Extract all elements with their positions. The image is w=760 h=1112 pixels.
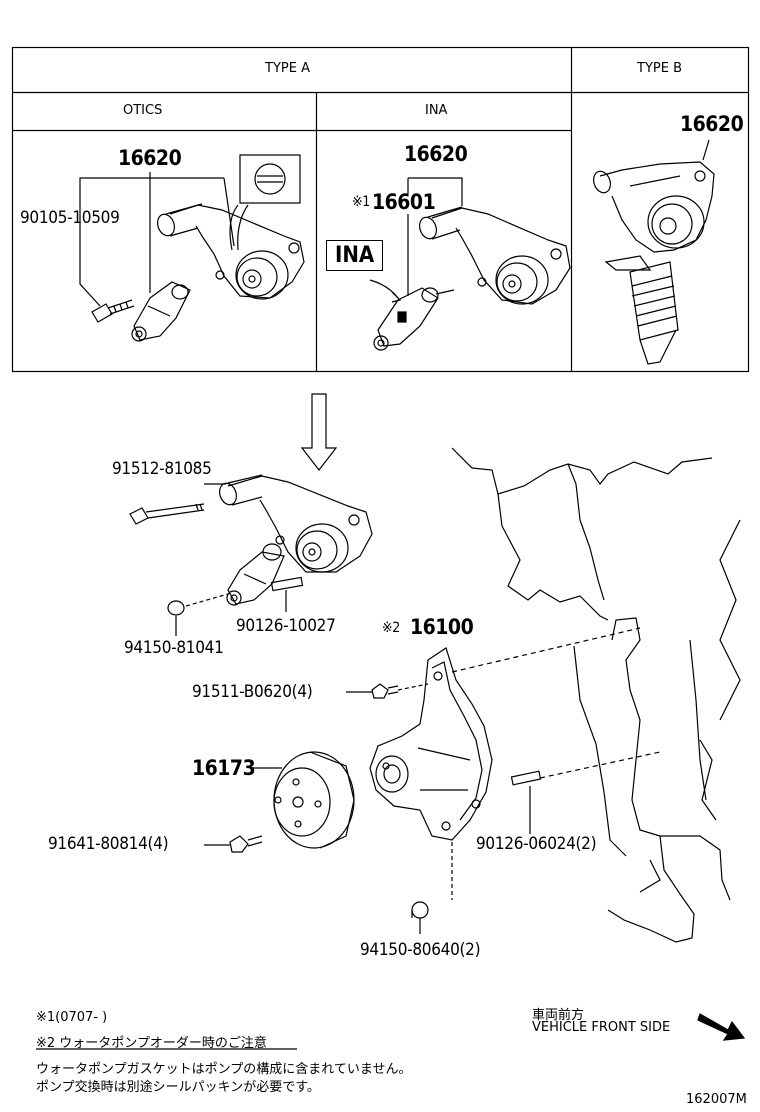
vehicle-front-en: VEHICLE FRONT SIDE <box>532 1020 671 1035</box>
table-border <box>11 46 750 373</box>
ina-damper-part-number: 16601 <box>372 190 436 214</box>
part-91641-80814: 91641-80814(4) <box>48 834 169 854</box>
water-pump-mark: ※2 <box>382 620 400 636</box>
otics-header: OTICS <box>123 103 163 118</box>
part-94150-81041: 94150-81041 <box>124 638 224 658</box>
note-2: ※2 ウォータポンプオーダー時のご注意 <box>36 1036 267 1051</box>
type-b-header: TYPE B <box>637 61 682 76</box>
ina-sub-mark: ※1 <box>352 194 370 210</box>
ina-header: INA <box>425 103 448 118</box>
part-16173-pulley: 16173 <box>192 756 256 780</box>
part-90126-10027: 90126-10027 <box>236 616 336 636</box>
note-3: ウォータポンプガスケットはポンプの構成に含まれていません。 <box>36 1062 412 1077</box>
otics-bolt-part-number: 90105-10509 <box>20 208 120 228</box>
otics-tensioner-part-number: 16620 <box>118 146 182 170</box>
type-a-header: TYPE A <box>265 61 310 76</box>
part-91511-B0620: 91511-B0620(4) <box>192 682 313 702</box>
part-94150-80640: 94150-80640(2) <box>360 940 481 960</box>
part-16100-water-pump: 16100 <box>410 615 474 639</box>
front-direction-arrow-icon <box>700 1012 746 1042</box>
part-91512-81085: 91512-81085 <box>112 459 212 479</box>
ina-tensioner-part-number: 16620 <box>404 142 468 166</box>
ina-label-box: INA <box>326 240 384 271</box>
note-4: ポンプ交換時は別途シールパッキンが必要です。 <box>36 1080 320 1095</box>
diagram-id: 162007M <box>686 1092 747 1107</box>
type-b-tensioner-part-number: 16620 <box>680 112 744 136</box>
vehicle-front-jp: 車両前方 <box>532 1008 585 1023</box>
note-1: ※1(0707- ) <box>36 1010 108 1025</box>
part-90126-06024: 90126-06024(2) <box>476 834 597 854</box>
